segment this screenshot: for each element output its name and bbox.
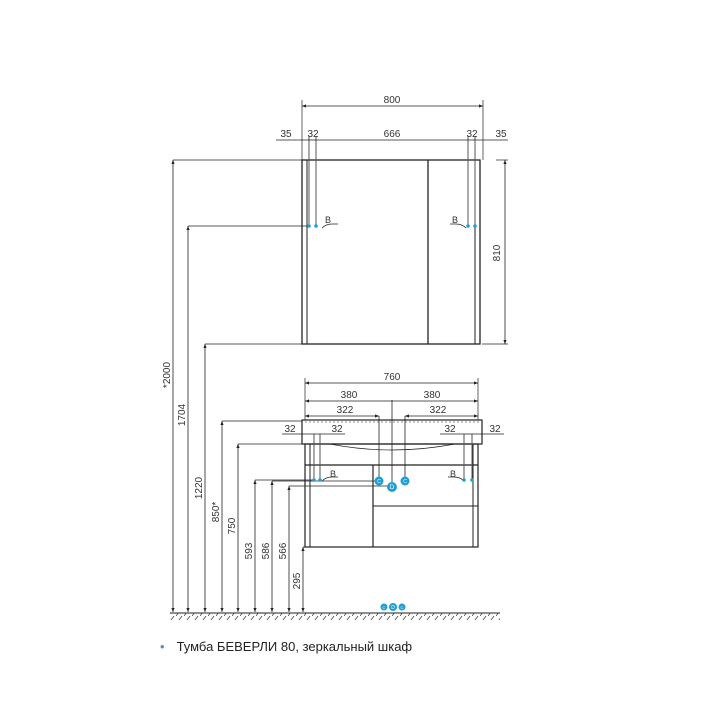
floor-c-marker <box>380 603 388 611</box>
dim-label: 666 <box>384 129 401 140</box>
marker-label: C <box>383 605 386 610</box>
marker-b-label: B <box>450 469 456 479</box>
marker-b-label: B <box>330 469 336 479</box>
mount-point <box>307 224 311 228</box>
dim-label: 32 <box>489 424 501 435</box>
marker-b-label: B <box>452 215 458 225</box>
mount-point <box>314 224 318 228</box>
dim-label: 750 <box>227 517 238 534</box>
dim-label: 810 <box>492 244 503 261</box>
dim-label: 380 <box>424 390 441 401</box>
floor-c-marker <box>398 603 406 611</box>
caption-text: Тумба БЕВЕРЛИ 80, зеркальный шкаф <box>176 639 413 654</box>
connection-c-marker <box>374 476 384 486</box>
marker-b-label: B <box>325 215 331 225</box>
connection-c-marker <box>400 476 410 486</box>
dim-label: *2000 <box>162 361 173 388</box>
dim-label: 760 <box>384 372 401 383</box>
dim-label: 586 <box>261 542 272 559</box>
mount-point <box>473 224 477 228</box>
connection-d-marker <box>387 482 397 492</box>
mount-point <box>466 224 470 228</box>
bullet: • <box>160 639 165 654</box>
marker-label: C <box>377 479 381 485</box>
mount-point <box>462 478 466 482</box>
dim-label: 593 <box>244 542 255 559</box>
dim-label: 32 <box>444 424 456 435</box>
marker-label: D <box>390 485 395 491</box>
mirror-cabinet <box>301 100 484 345</box>
dim-label: 32 <box>307 129 319 140</box>
dim-label: 35 <box>280 129 292 140</box>
marker-label: C <box>401 605 404 610</box>
floor-d-marker <box>389 603 397 611</box>
dim-label: 35 <box>495 129 507 140</box>
dim-label: 566 <box>278 542 289 559</box>
dim-label: 32 <box>466 129 478 140</box>
marker-label: C <box>403 479 407 485</box>
dim-label: 295 <box>292 572 303 589</box>
caption: • Тумба БЕВЕРЛИ 80, зеркальный шкаф <box>160 639 412 654</box>
dim-label: 1220 <box>194 476 205 499</box>
dim-label: 800 <box>384 95 401 106</box>
dim-label: 322 <box>430 405 447 416</box>
dim-label: 380 <box>341 390 358 401</box>
marker-label: D <box>391 605 395 611</box>
dim-label: 32 <box>331 424 343 435</box>
mount-point <box>470 478 474 482</box>
dim-label: 1704 <box>177 403 188 426</box>
dim-label: 322 <box>337 405 354 416</box>
mount-point <box>312 478 316 482</box>
mount-point <box>318 478 322 482</box>
floor-hatch <box>170 613 500 620</box>
dim-label: 32 <box>284 424 296 435</box>
dim-label: 850* <box>211 502 222 523</box>
